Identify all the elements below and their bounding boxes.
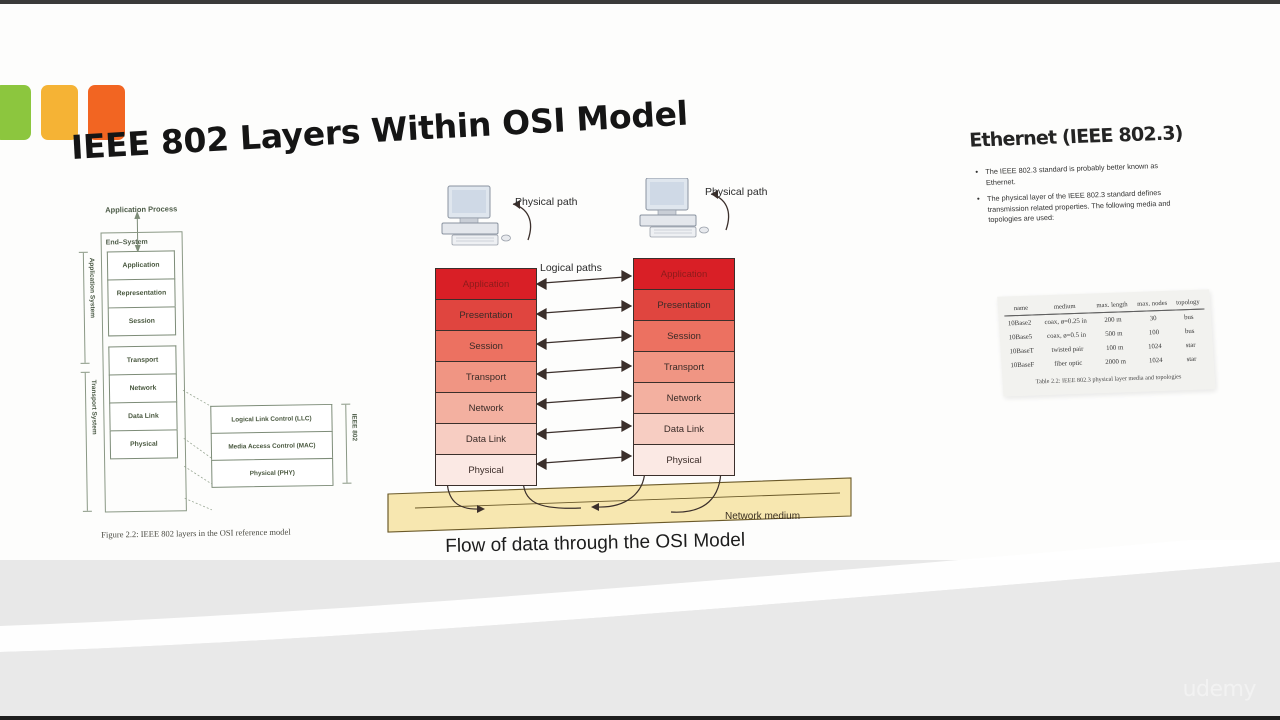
- osi-layer-application-right: Application: [634, 259, 734, 290]
- cell-name: 10Base2: [1007, 319, 1032, 327]
- cell-topology: star: [1185, 341, 1196, 349]
- osi-cell-application: Application: [106, 250, 176, 280]
- network-medium-label: Network medium: [725, 511, 801, 522]
- center-figure-osi-flow: Physical path Physical path Logical path…: [385, 178, 855, 568]
- brand-square-green: [0, 85, 31, 140]
- cell-max-length: 500 m: [1105, 329, 1123, 338]
- application-system-label: Application System: [87, 257, 96, 319]
- osi-layer-presentation-right: Presentation: [634, 290, 734, 321]
- brand-square-yellow: [41, 85, 78, 140]
- cell-topology: bus: [1183, 313, 1194, 321]
- cell-max-nodes: 1024: [1147, 342, 1162, 350]
- left-figure-connectors: [134, 210, 213, 511]
- osi-layer-presentation-left: Presentation: [436, 300, 536, 331]
- ethernet-table-caption: Table 2.2: IEEE 802.3 physical layer med…: [1035, 373, 1182, 386]
- sublayer-llc: Logical Link Control (LLC): [210, 403, 333, 433]
- brand-color-squares: [0, 85, 125, 140]
- osi-cell-datalink: Data Link: [109, 401, 178, 431]
- sublayer-mac: Media Access Control (MAC): [210, 430, 334, 460]
- slide-lower-band: [0, 560, 1280, 716]
- osi-layer-transport-left: Transport: [436, 362, 536, 393]
- cell-name: 10Base5: [1008, 333, 1033, 341]
- cell-max-length: 200 m: [1104, 315, 1122, 324]
- osi-layer-session-right: Session: [634, 321, 734, 352]
- osi-layer-physical-right: Physical: [634, 445, 734, 475]
- cell-topology: bus: [1184, 327, 1195, 335]
- osi-layer-physical-left: Physical: [436, 455, 536, 485]
- right-panel-ethernet: Ethernet (IEEE 802.3) The IEEE 802.3 sta…: [960, 111, 1235, 519]
- ethernet-heading: Ethernet (IEEE 802.3): [968, 122, 1184, 152]
- cell-max-nodes: 1024: [1148, 356, 1163, 364]
- osi-layer-network-right: Network: [634, 383, 734, 414]
- cell-medium: fiber optic: [1053, 359, 1083, 368]
- ethernet-bullet-1: The IEEE 802.3 standard is probably bett…: [973, 160, 1189, 189]
- osi-cell-transport: Transport: [108, 345, 177, 375]
- osi-stack-left: Application Presentation Session Transpo…: [435, 268, 537, 486]
- computer-icon-right: [639, 178, 709, 238]
- cell-max-length: 2000 m: [1105, 357, 1127, 366]
- osi-cell-physical: Physical: [109, 429, 179, 460]
- computer-icon-left: [441, 185, 511, 246]
- ethernet-media-table-card: name medium max. length max. nodes topol…: [997, 289, 1216, 397]
- osi-cell-network: Network: [108, 373, 178, 403]
- osi-layer-stack-left: Application Representation Session Trans…: [106, 250, 179, 460]
- osi-cell-representation: Representation: [107, 278, 176, 308]
- sublayer-phy: Physical (PHY): [211, 457, 334, 488]
- brand-square-orange: [88, 85, 125, 140]
- ethernet-bullet-list: The IEEE 802.3 standard is probably bett…: [973, 160, 1192, 232]
- osi-layer-session-left: Session: [436, 331, 536, 362]
- cell-max-nodes: 100: [1148, 328, 1160, 336]
- osi-stack-right: Application Presentation Session Transpo…: [633, 258, 735, 476]
- osi-layer-application-left: Application: [436, 269, 536, 300]
- physical-path-label-right: Physical path: [705, 186, 768, 198]
- bottom-letterbox-bar: [0, 716, 1280, 720]
- osi-layer-datalink-left: Data Link: [436, 424, 536, 455]
- top-letterbox-bar: [0, 0, 1280, 4]
- ieee802-sublayer-box: Logical Link Control (LLC) Media Access …: [210, 403, 334, 488]
- ethernet-media-table: name medium max. length max. nodes topol…: [1003, 297, 1208, 373]
- end-system-label: End–System: [105, 238, 148, 247]
- cell-max-length: 100 m: [1105, 343, 1124, 352]
- ieee802-bracket-label: IEEE 802: [350, 413, 358, 442]
- osi-layer-datalink-right: Data Link: [634, 414, 734, 445]
- physical-path-label-left: Physical path: [515, 196, 578, 208]
- cell-topology: star: [1186, 355, 1197, 363]
- left-figure-ieee802-osi: Application Process End–System Applicati…: [72, 195, 377, 550]
- ethernet-bullet-2: The physical layer of the IEEE 802.3 sta…: [975, 187, 1192, 226]
- osi-layer-network-left: Network: [436, 393, 536, 424]
- cell-name: 10BaseF: [1010, 360, 1035, 369]
- cell-max-nodes: 30: [1149, 314, 1157, 322]
- osi-cell-session: Session: [107, 306, 177, 337]
- cell-name: 10BaseT: [1009, 346, 1035, 355]
- logical-paths-label: Logical paths: [540, 262, 602, 274]
- osi-layer-transport-right: Transport: [634, 352, 734, 383]
- udemy-watermark: udemy: [1182, 677, 1257, 702]
- transport-system-label: Transport System: [89, 379, 98, 435]
